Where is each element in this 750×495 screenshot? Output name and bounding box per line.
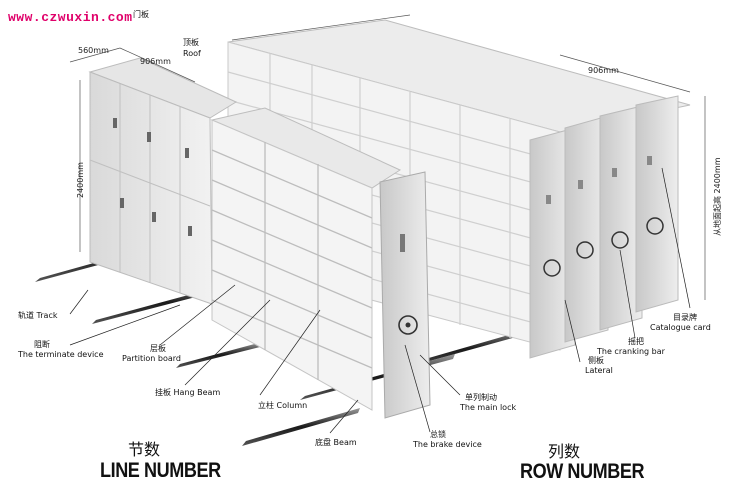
- label-catalogue-cn: 目录牌: [673, 313, 697, 322]
- heading-row-number-en: ROW NUMBER: [520, 460, 645, 483]
- label-partition-en: Partition board: [122, 354, 181, 363]
- dimension-height-right: 从地面起高 2400mm: [713, 157, 722, 237]
- label-hang-beam: 挂板 Hang Beam: [155, 388, 221, 397]
- label-roof-en: Roof: [183, 49, 201, 58]
- label-cranking-en: The cranking bar: [597, 347, 665, 356]
- dimension-width-right: 906mm: [588, 66, 619, 75]
- left-cabinet-body: [88, 57, 238, 305]
- label-roof-cn: 顶板: [183, 38, 199, 47]
- label-cranking-cn: 摇把: [628, 337, 644, 346]
- label-brake-cn: 总锁: [430, 430, 446, 439]
- label-catalogue-en: Catalogue card: [650, 323, 711, 332]
- middle-open-shelf: [210, 107, 431, 419]
- label-main-lock-cn: 单列制动: [465, 393, 497, 402]
- dimension-depth-left: 560mm: [78, 46, 109, 55]
- label-terminate-en: The terminate device: [18, 350, 104, 359]
- dimension-height-left: 2400mm: [76, 162, 85, 198]
- dimension-width-left: 906mm: [140, 57, 171, 66]
- label-main-lock-en: The main lock: [460, 403, 517, 412]
- heading-line-number-en: LINE NUMBER: [100, 459, 221, 482]
- label-terminate-cn: 阻断: [34, 340, 50, 349]
- heading-line-number-cn: 节数: [128, 440, 161, 459]
- heading-row-number-cn: 列数: [548, 442, 581, 461]
- label-track: 轨道 Track: [18, 311, 58, 320]
- label-lateral-en: Lateral: [585, 366, 613, 375]
- label-partition-cn: 层板: [150, 344, 166, 353]
- label-door: 门板: [133, 10, 149, 19]
- leader-lines: [69, 167, 691, 434]
- label-beam: 底盘 Beam: [315, 438, 357, 447]
- watermark-url: www.czwuxin.com: [8, 10, 133, 25]
- label-brake-en: The brake device: [413, 440, 482, 449]
- label-column: 立柱 Column: [258, 401, 308, 410]
- dimension-lines: [69, 14, 706, 300]
- label-lateral-cn: 侧板: [588, 356, 604, 365]
